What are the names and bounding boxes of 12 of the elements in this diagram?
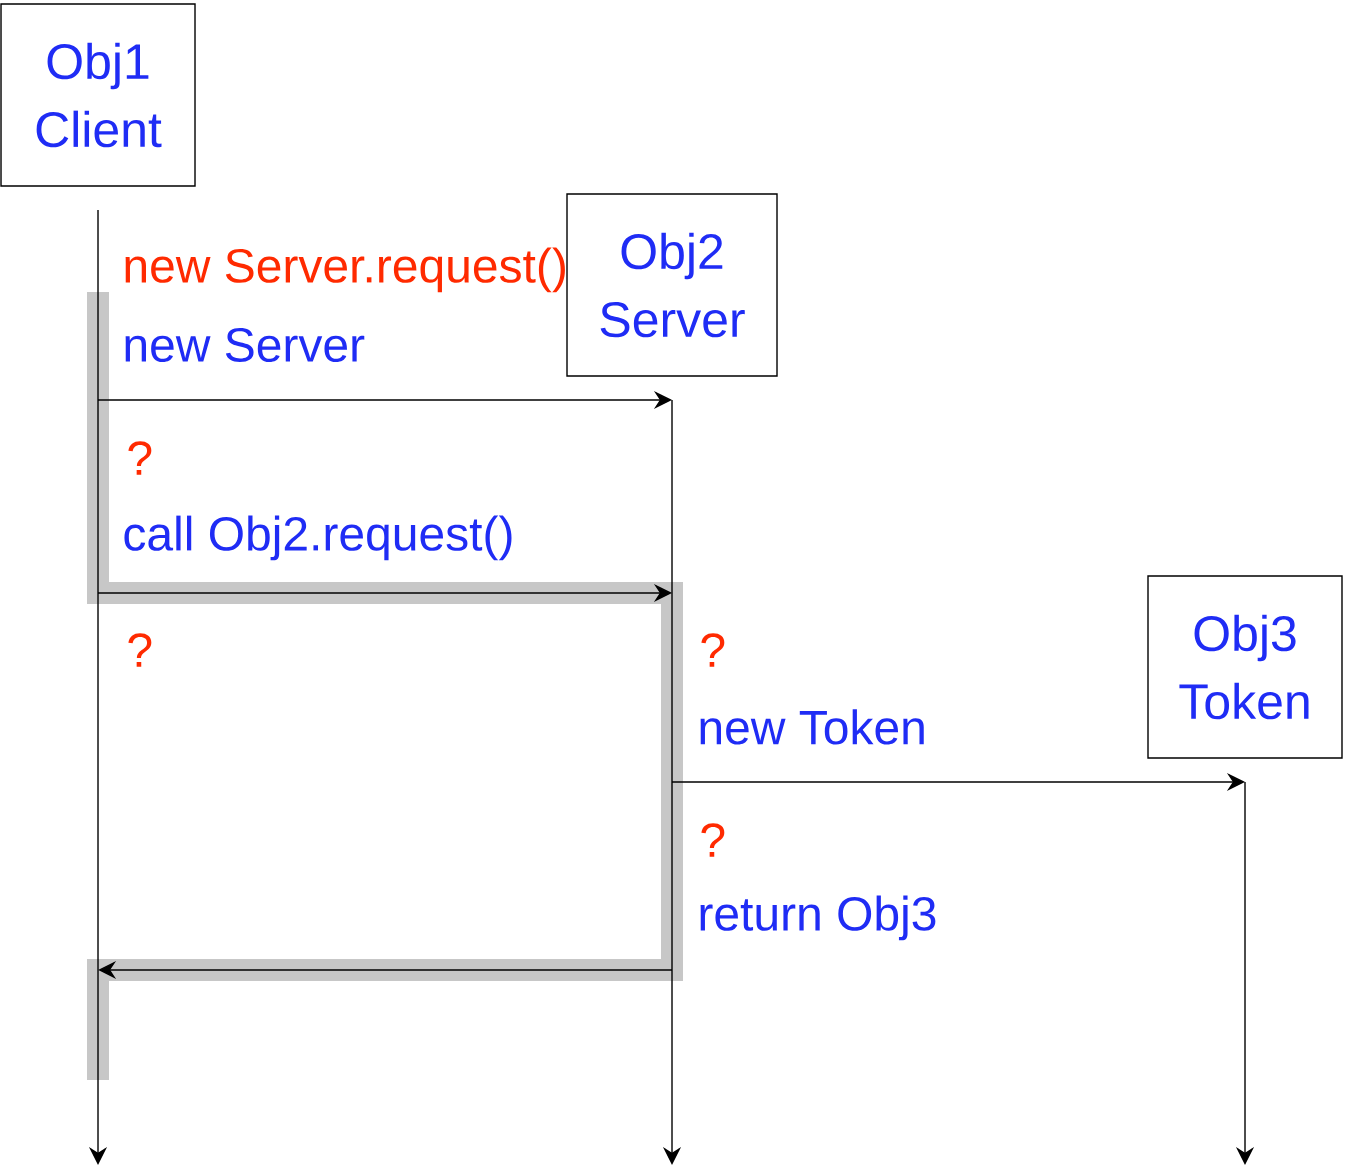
method-note: ? [701,633,725,667]
object-box: Obj1 Client [0,3,196,187]
object-box: Obj2 Server [566,193,778,377]
object-box: Obj3 Token [1147,575,1343,759]
message-label: new Token [700,709,924,745]
message-label: return Obj3 [700,895,936,941]
method-note: ? [128,633,152,667]
method-note: ? [701,823,725,857]
message-label: new Server [125,328,365,362]
method-note: ? [128,441,152,475]
method-note: new Server.request() [125,247,565,293]
message-label: call Obj2.request() [124,515,512,561]
